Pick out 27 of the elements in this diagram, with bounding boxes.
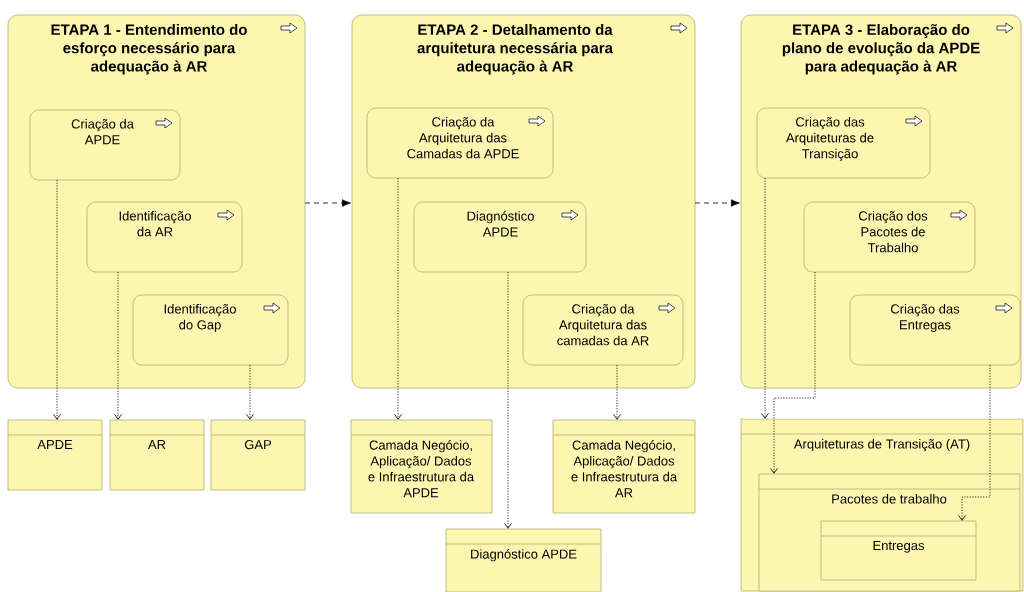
arrow [53, 179, 61, 420]
process-box: Criação dos Pacotes de Trabalho [803, 201, 976, 273]
arrow [304, 199, 351, 207]
process-box: Diagnóstico APDE [413, 201, 587, 273]
data-object-box: Camada Negócio, Aplicação/ Dados e Infraestrutura da APDE [350, 419, 493, 514]
process-box: Criação da APDE [29, 109, 181, 181]
arrow [504, 271, 512, 529]
arrow [958, 364, 991, 521]
arrow [394, 177, 402, 420]
data-object-box: APDE [7, 419, 103, 491]
process-box: Criação da Arquitetura das camadas da AR [522, 294, 684, 366]
process-box: Criação da Arquitetura das Camadas da APDE [366, 107, 554, 179]
arrow [694, 199, 740, 207]
data-object-box: Diagnóstico APDE [445, 528, 602, 592]
process-box: Identificação do Gap [132, 294, 289, 366]
arrow [613, 364, 621, 420]
data-object-box: Entregas [820, 520, 977, 581]
process-box: Criação das Entregas [849, 294, 1021, 366]
process-box: Identificação da AR [86, 201, 243, 273]
data-object-box: GAP [210, 419, 306, 491]
data-object-box: AR [109, 419, 205, 491]
arrow [770, 271, 816, 474]
arrow [761, 177, 769, 419]
arrow [246, 364, 254, 420]
process-box: Criação das Arquiteturas de Transição [756, 107, 931, 179]
data-object-box: Camada Negócio, Aplicação/ Dados e Infraestrutura da AR [552, 419, 696, 514]
arrow [114, 271, 122, 420]
